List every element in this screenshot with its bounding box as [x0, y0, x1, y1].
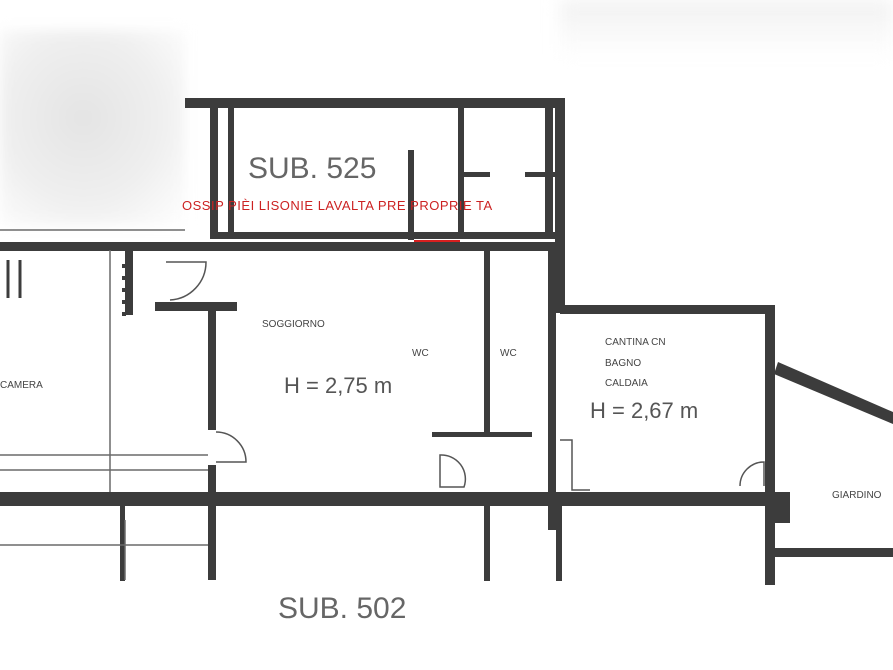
cantina-label-line-2: BAGNO: [605, 358, 641, 369]
diagonal-wall: [774, 362, 893, 424]
soggiorno-label: SOGGIORNO: [262, 319, 325, 330]
left-window: [6, 260, 22, 298]
thin-lines: [0, 229, 208, 580]
wc-mark-b: WC: [500, 348, 517, 359]
sub-525-walls: [185, 98, 565, 313]
blurred-background-top: [560, 0, 893, 60]
right-room-label: GIARDINO: [832, 490, 882, 501]
wc-mark-a: WC: [412, 348, 429, 359]
left-room-label: CAMERA: [0, 380, 43, 391]
main-walls: [0, 242, 893, 585]
cantina-label-line-3: CALDAIA: [605, 378, 648, 389]
sub-525-label: SUB. 525: [248, 152, 376, 185]
red-annotation: OSSIP PIÈI LISONIE LAVALTA PRE PROPRIE T…: [182, 198, 493, 213]
blurred-redacted-area: [0, 30, 185, 225]
cantina-height: H = 2,67 m: [590, 398, 698, 423]
doors: [166, 261, 765, 491]
soggiorno-height: H = 2,75 m: [284, 373, 392, 398]
stair-marks: [122, 264, 126, 316]
sub-502-label: SUB. 502: [278, 592, 406, 625]
cantina-label-line-1: CANTINA CN: [605, 337, 666, 348]
